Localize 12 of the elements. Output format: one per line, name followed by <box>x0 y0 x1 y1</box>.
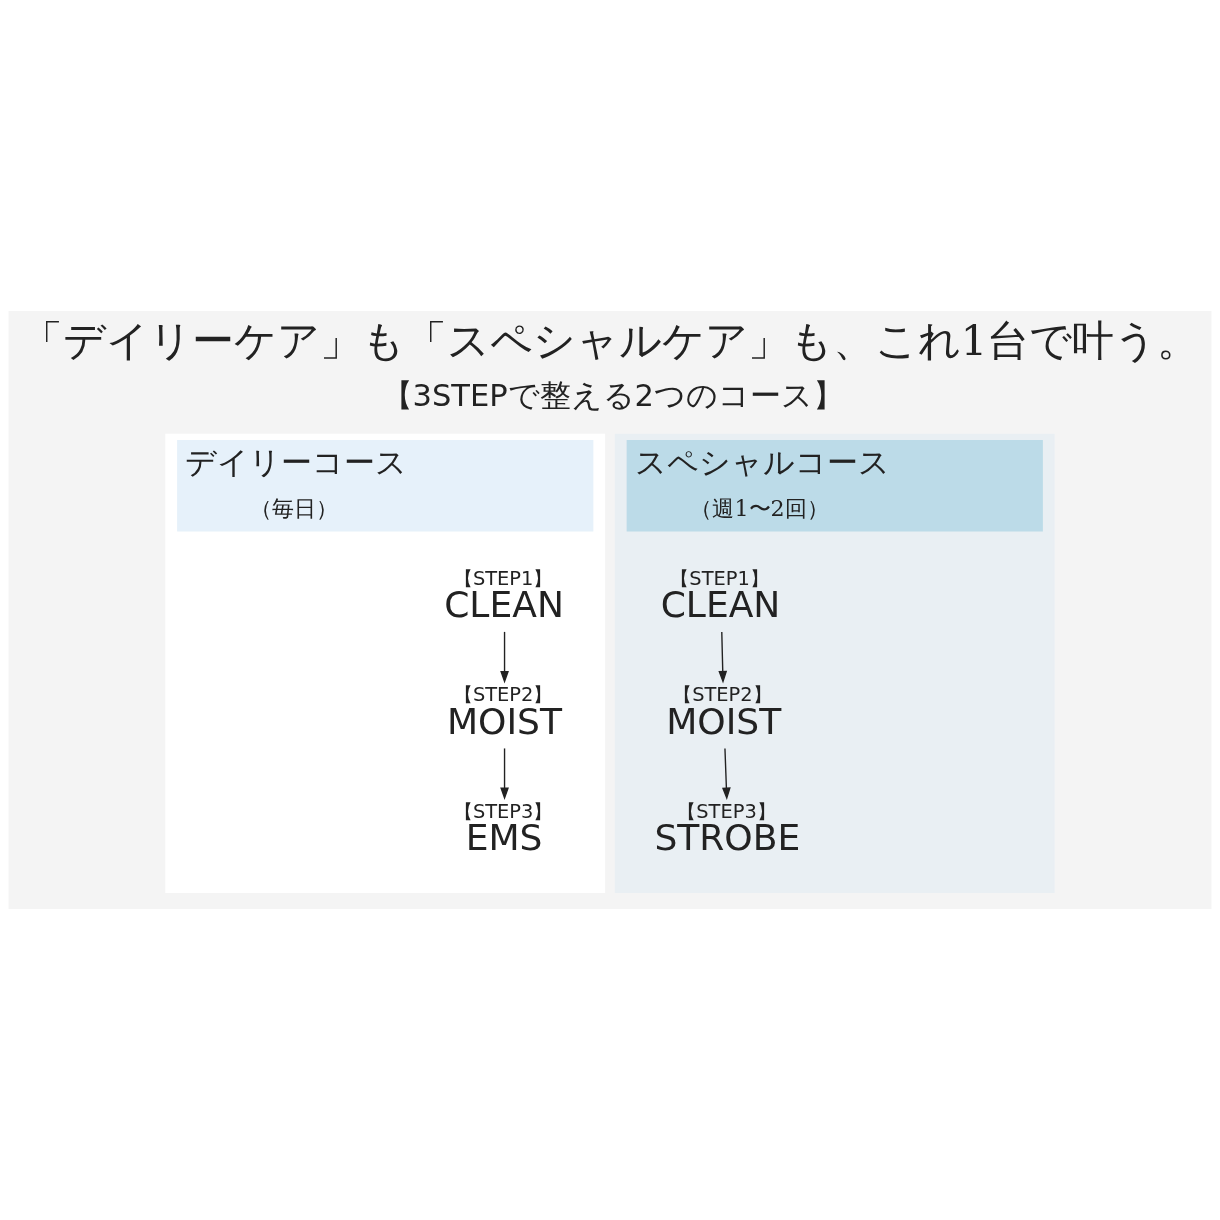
node-text: 【STEP3】 EMS <box>453 799 553 860</box>
node-text: 【STEP3】 STROBE <box>654 799 801 860</box>
arrow <box>722 747 731 801</box>
arrow <box>500 631 509 684</box>
label: 【3STEPで整える2つのコース】 <box>381 378 845 414</box>
diagram-title: 「デイリーケア」も「スペシャルケア」も、これ1台で叶う。 <box>20 316 1200 366</box>
node-text: 【STEP2】 MOIST <box>666 683 782 743</box>
node-text: 【STEP1】 CLEAN <box>444 566 564 627</box>
arrow <box>718 631 728 684</box>
node-text: 【STEP1】 CLEAN <box>660 566 781 627</box>
node-text: 【STEP2】 MOIST <box>446 683 563 743</box>
arrow <box>500 747 509 801</box>
